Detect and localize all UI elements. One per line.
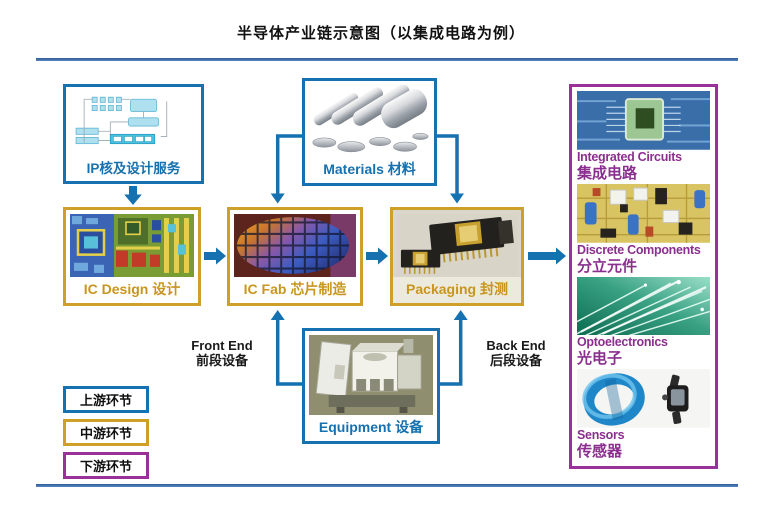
- front-end-line2: 前段设备: [195, 353, 248, 368]
- equipment-box-label: Equipment 设备: [318, 419, 424, 435]
- downstream-label-en: Integrated Circuits: [577, 149, 682, 164]
- connector-materials-right: [437, 134, 459, 195]
- downstream-label-en: Optoelectronics: [577, 335, 668, 350]
- discrete-components-image: [577, 183, 710, 243]
- front-end-label: Front End 前段设备: [174, 338, 270, 368]
- arrow-packaging-to-downstream: [528, 247, 566, 265]
- back-end-label: Back End 后段设备: [468, 338, 564, 368]
- silicon-ingots-image: [309, 85, 430, 157]
- wafer-image: [234, 214, 356, 277]
- arrow-ip-to-icdesign: [124, 186, 142, 205]
- packaging-box: Packaging 封测: [390, 207, 524, 306]
- downstream-item-integrated-circuits: Integrated Circuits 集成电路: [577, 91, 710, 184]
- bottom-rule: [36, 484, 738, 487]
- equipment-box: Equipment 设备: [302, 328, 440, 444]
- page-title: 半导体产业链示意图（以集成电路为例）: [236, 25, 525, 42]
- packaging-box-label: Packaging 封测: [393, 277, 521, 303]
- fab-equipment-image: [309, 335, 433, 415]
- legend-downstream-label: 下游环节: [79, 459, 132, 474]
- arrowhead-materials-to-icfab: [270, 193, 285, 204]
- arrowhead-equipment-to-icfab: [270, 310, 285, 320]
- top-rule: [36, 58, 738, 61]
- connector-equipment-left: [275, 318, 302, 386]
- ic-design-box-label: IC Design 设计: [83, 281, 181, 297]
- downstream-label-zh: 光电子: [577, 350, 623, 368]
- downstream-item-discrete-components: Discrete Components 分立元件: [577, 183, 710, 277]
- optical-fibers-image: [577, 276, 710, 336]
- downstream-label-en: Sensors: [577, 428, 625, 442]
- arrowhead-materials-to-packaging: [450, 193, 464, 204]
- ip-design-services-box: IP核及设计服务: [63, 84, 204, 184]
- integrated-circuit-image: [577, 91, 710, 150]
- ic-fab-box: IC Fab 芯片制造: [227, 207, 363, 306]
- arrow-icdesign-to-icfab: [204, 247, 226, 265]
- downstream-label-zh: 集成电路: [577, 164, 638, 182]
- chip-layout-image: [70, 214, 194, 277]
- downstream-label-zh: 分立元件: [577, 257, 638, 275]
- downstream-item-sensors: Sensors 传感器: [577, 369, 710, 462]
- connector-equipment-right: [440, 318, 463, 386]
- legend-downstream: 下游环节: [63, 452, 149, 479]
- connector-materials-left: [275, 134, 302, 195]
- ip-box-label: IP核及设计服务: [86, 161, 181, 176]
- materials-box-label: Materials 材料: [323, 161, 416, 177]
- legend-upstream: 上游环节: [63, 386, 149, 413]
- downstream-products-column: Integrated Circuits 集成电路 Discrete Compon…: [569, 84, 718, 469]
- wearable-sensors-image: [577, 369, 710, 428]
- materials-box: Materials 材料: [302, 78, 437, 186]
- back-end-line1: Back End: [486, 338, 546, 353]
- arrow-icfab-to-packaging: [366, 247, 388, 265]
- ic-fab-box-label: IC Fab 芯片制造: [243, 281, 347, 297]
- legend-midstream: 中游环节: [63, 419, 149, 446]
- front-end-line1: Front End: [191, 338, 253, 353]
- downstream-label-zh: 传感器: [577, 443, 623, 460]
- schematic-diagram-image: [70, 91, 197, 155]
- downstream-label-en: Discrete Components: [577, 242, 701, 257]
- packaged-chips-image: [397, 214, 517, 277]
- back-end-line2: 后段设备: [489, 353, 542, 368]
- ic-design-box: IC Design 设计: [63, 207, 201, 306]
- downstream-item-optoelectronics: Optoelectronics 光电子: [577, 276, 710, 370]
- legend-midstream-label: 中游环节: [79, 426, 132, 441]
- legend-upstream-label: 上游环节: [79, 393, 132, 408]
- arrowhead-equipment-to-packaging: [453, 310, 468, 320]
